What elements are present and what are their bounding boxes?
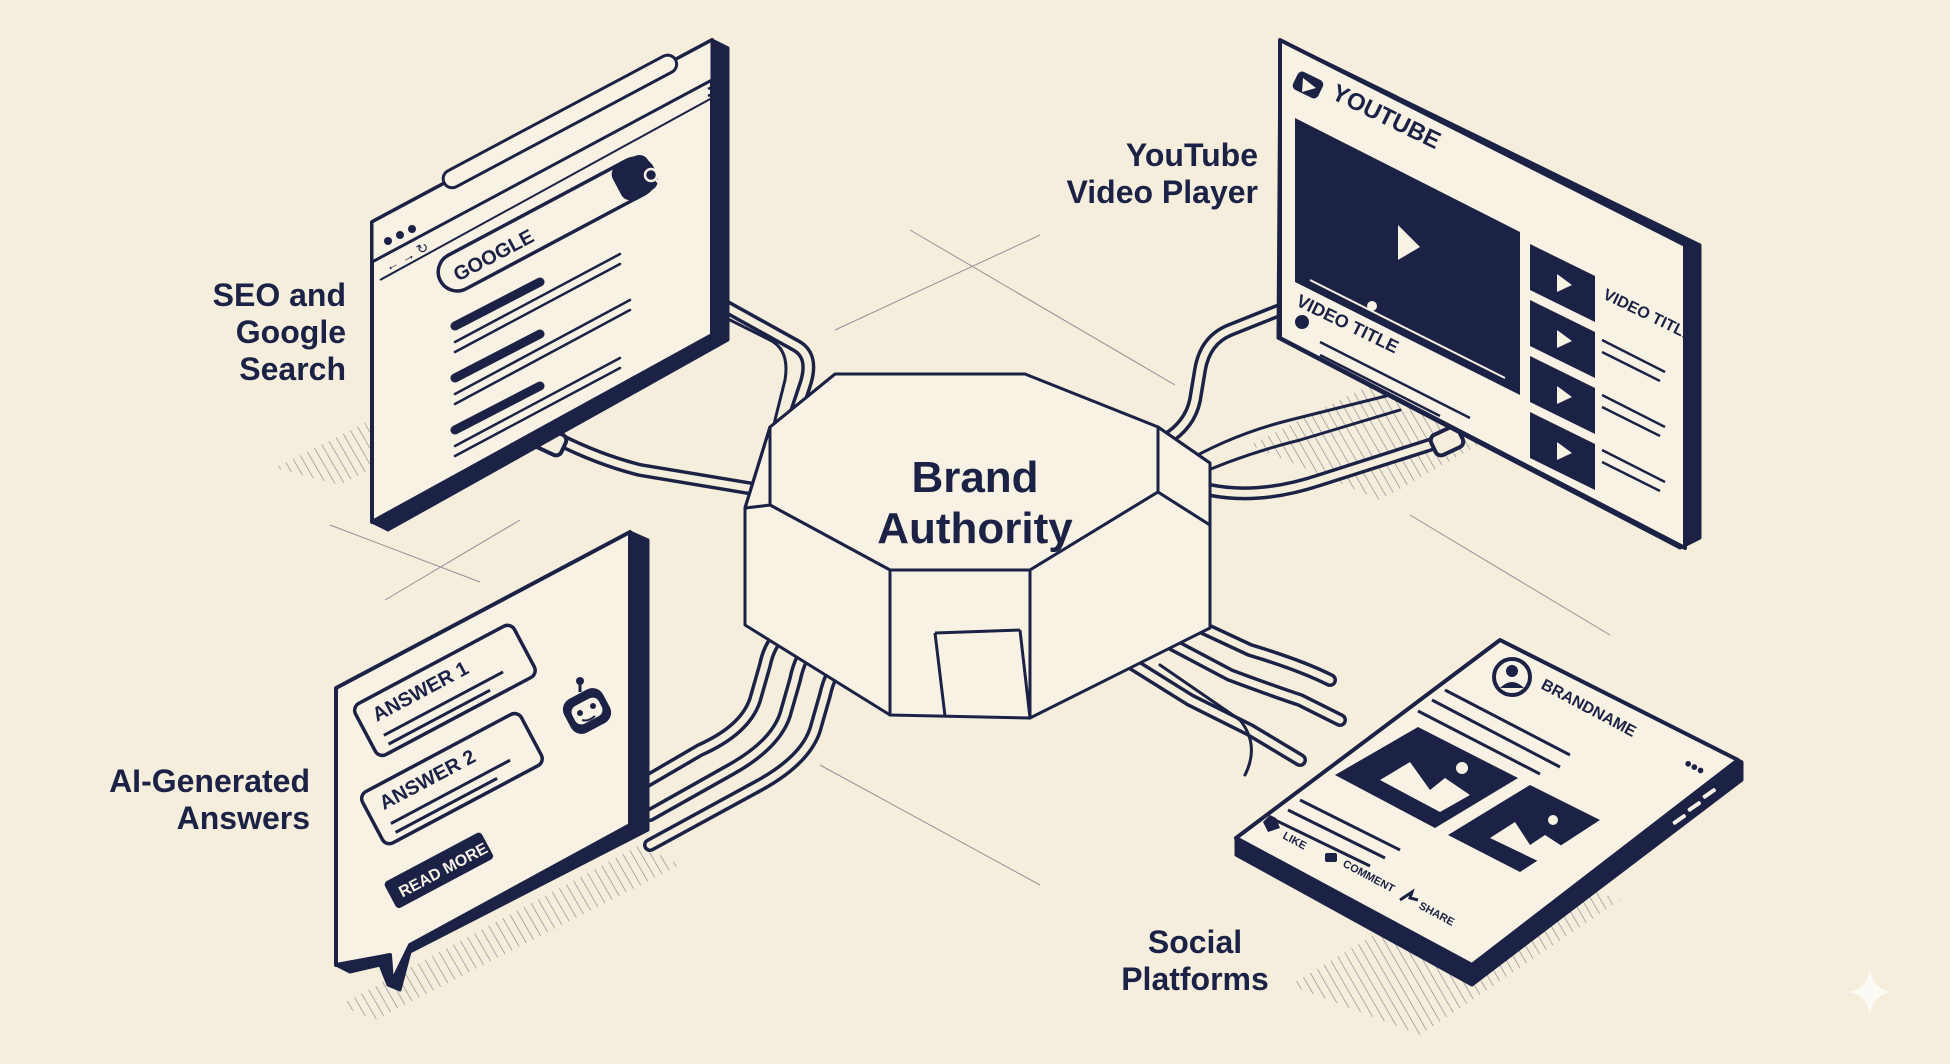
phone-buttons (1669, 785, 1719, 828)
post-image-1 (1335, 727, 1518, 828)
browser-dots (384, 225, 416, 245)
search-icon[interactable] (643, 167, 663, 187)
profile-avatar-icon (1492, 657, 1532, 697)
label-youtube: YouTube Video Player (1066, 137, 1258, 210)
answer-bubble-2: ANSWER 2 (359, 711, 544, 846)
label-social: Social Platforms (1121, 924, 1269, 997)
channel-avatar (1295, 315, 1309, 329)
brand-authority-hub (743, 372, 1212, 720)
main-video-description (1319, 340, 1471, 420)
comment-icon (1325, 853, 1337, 862)
browser-window (370, 38, 730, 532)
hub-title-line1: Brand (911, 453, 1038, 502)
video-controls (1309, 279, 1506, 379)
play-icon[interactable] (1398, 225, 1420, 260)
post-image-2 (1448, 785, 1600, 872)
post-text-lines (1274, 688, 1571, 868)
sparkle-icon (1847, 968, 1893, 1016)
side-video-lines (1601, 338, 1666, 493)
thumbs-up-icon (1263, 815, 1280, 832)
cable-social (1103, 608, 1347, 777)
hamburger-icon (707, 74, 721, 98)
video-thumbnails (1530, 244, 1595, 490)
search-results (450, 252, 632, 458)
youtube-logo-icon (1292, 71, 1324, 99)
address-bar (441, 53, 679, 190)
label-seo: SEO and Google Search (212, 277, 346, 387)
video-player[interactable] (1295, 118, 1520, 395)
share-icon (1399, 888, 1419, 902)
label-ai: AI-Generated Answers (109, 763, 310, 836)
hub-title-line2: Authority (877, 504, 1073, 553)
robot-icon (562, 677, 612, 734)
